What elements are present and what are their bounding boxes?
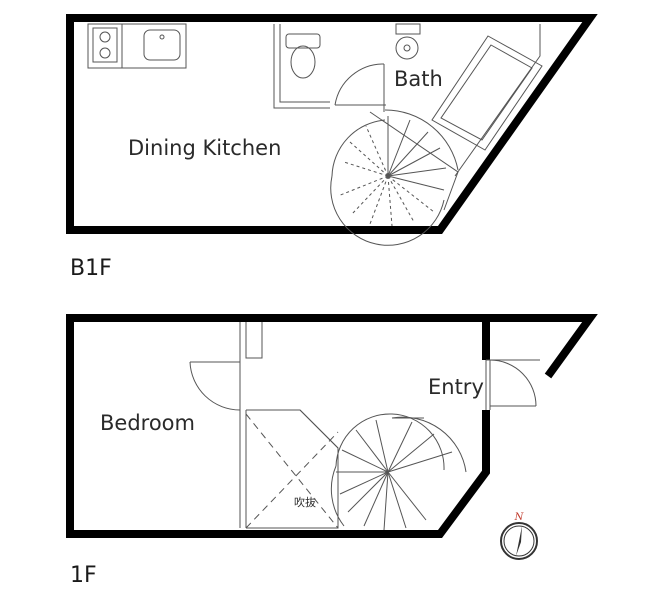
- spiral-stair-1f: [299, 409, 467, 531]
- bathtub-icon: [431, 35, 543, 151]
- north-compass-icon: N: [500, 512, 538, 560]
- void-area: [245, 409, 339, 529]
- sink-icon: [143, 29, 181, 61]
- toilet-icon: [285, 33, 321, 79]
- f1-outer-wall: [66, 314, 490, 538]
- room-label-dining-kitchen: Dining Kitchen: [128, 136, 281, 160]
- room-label-entry: Entry: [428, 375, 484, 399]
- floor-1f: Bedroom Entry 吹抜: [66, 314, 598, 538]
- wash-basin-icon: [395, 23, 421, 60]
- room-label-bath: Bath: [394, 67, 443, 91]
- bath-door: [334, 63, 386, 112]
- entry-door: [485, 359, 540, 410]
- floor-b1f: Dining Kitchen Bath: [66, 14, 598, 246]
- room-label-bedroom: Bedroom: [100, 411, 195, 435]
- compass-north-label: N: [514, 512, 525, 523]
- floor-label-b1f: B1F: [70, 256, 112, 281]
- toilet-partition: [273, 24, 330, 109]
- spiral-stair-b1f: [330, 109, 459, 246]
- bedroom-door: [189, 361, 241, 411]
- floor-label-1f: 1F: [70, 563, 97, 588]
- void-label: 吹抜: [294, 495, 316, 509]
- stove-icon: [92, 27, 118, 63]
- b1f-outer-wall: [66, 14, 598, 234]
- kitchen-counter: [87, 23, 187, 69]
